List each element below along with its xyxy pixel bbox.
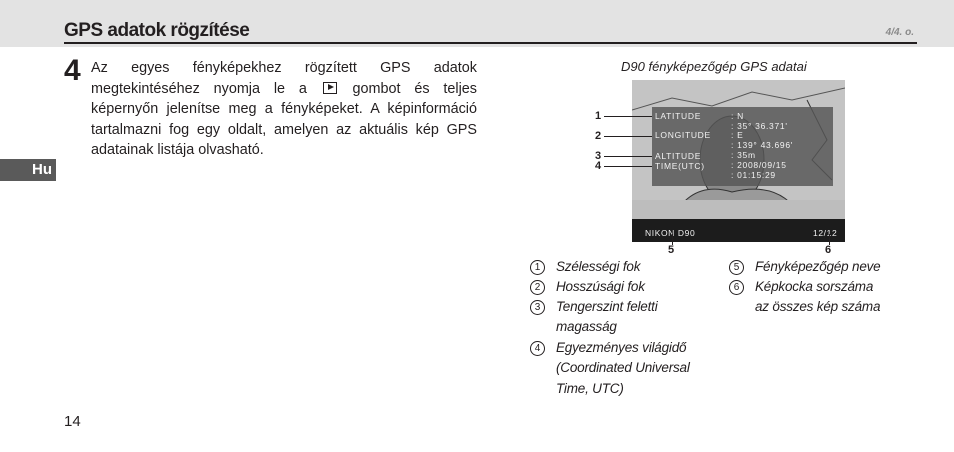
latitude-direction: : N (731, 111, 744, 121)
page-number: 14 (64, 413, 81, 430)
date-value: : 2008/09/15 (731, 160, 787, 170)
longitude-direction: : E (731, 130, 744, 140)
playback-button-icon (322, 81, 337, 94)
callout-6: 6 (825, 244, 832, 256)
legend-line: (Coordinated Universal (556, 360, 690, 376)
section-title: GPS adatok rögzítése (64, 20, 250, 41)
altitude-label: ALTITUDE (655, 151, 702, 161)
legend-number-5: 5 (729, 260, 744, 275)
legend-number-6: 6 (729, 280, 744, 295)
leader-line-5 (672, 234, 673, 245)
latitude-label: LATITUDE (655, 111, 702, 121)
legend-line: magasság (556, 319, 617, 335)
legend-line: az összes kép száma (755, 299, 881, 315)
legend-item-latitude: Szélességi fok (556, 257, 640, 277)
leader-line-3 (604, 156, 652, 157)
camera-screen: LATITUDE : N : 35° 36.371' LONGITUDE : E… (632, 80, 845, 242)
longitude-label: LONGITUDE (655, 130, 711, 140)
frame-count: 12/12 (813, 228, 838, 238)
leader-line-6 (829, 234, 830, 245)
legend-item-frame-count: Képkocka sorszáma az összes kép száma (755, 277, 880, 318)
header-band (0, 0, 954, 47)
legend-line: Képkocka sorszáma (755, 279, 874, 294)
callout-3: 3 (595, 150, 602, 162)
legend-number-2: 2 (530, 280, 545, 295)
camera-name: NIKON D90 (645, 228, 696, 238)
callout-2: 2 (595, 130, 602, 142)
legend-item-altitude: Tengerszint feletti magasság (556, 297, 658, 338)
time-value: : 01:15:29 (731, 170, 776, 180)
legend-line: Fényképezőgép neve (755, 259, 881, 274)
time-label: TIME(UTC) (655, 161, 705, 171)
legend-item-utc-time: Egyezményes világidő (Coordinated Univers… (556, 338, 690, 399)
legend-number-3: 3 (530, 300, 545, 315)
photo-preview: LATITUDE : N : 35° 36.371' LONGITUDE : E… (632, 80, 845, 219)
leader-line-4 (604, 166, 652, 167)
leader-line-2 (604, 136, 652, 137)
altitude-value: : 35m (731, 150, 756, 160)
step-instruction: Az egyes fényképekhez rögzített GPS adat… (91, 58, 477, 161)
callout-5: 5 (668, 244, 675, 256)
figure-caption: D90 fényképezőgép GPS adatai (621, 59, 807, 74)
legend-number-4: 4 (530, 341, 545, 356)
legend-number-1: 1 (530, 260, 545, 275)
leader-line-1 (604, 116, 652, 117)
legend-line: Szélességi fok (556, 259, 641, 274)
page-reference: 4/4. o. (885, 27, 914, 38)
legend-line: Time, UTC) (556, 380, 624, 396)
header-rule (64, 42, 917, 44)
callout-1: 1 (595, 110, 602, 122)
legend-item-longitude: Hosszúsági fok (556, 277, 645, 297)
legend-line: Egyezményes világidő (556, 340, 687, 355)
legend-line: Tengerszint feletti (556, 299, 658, 314)
step-number: 4 (64, 54, 81, 87)
latitude-value: : 35° 36.371' (731, 121, 788, 131)
language-tab: Hu (0, 159, 56, 181)
legend-item-camera-name: Fényképezőgép neve (755, 257, 881, 277)
step-text-after: gombot és teljes képernyőn jelenítse meg… (91, 80, 477, 159)
step-text-before: Az egyes fényképekhez rögzített GPS adat… (91, 60, 477, 97)
longitude-value: : 139° 43.696' (731, 140, 794, 150)
legend-line: Hosszúsági fok (556, 279, 645, 294)
callout-4: 4 (595, 160, 602, 172)
gps-info-overlay: LATITUDE : N : 35° 36.371' LONGITUDE : E… (652, 107, 833, 186)
